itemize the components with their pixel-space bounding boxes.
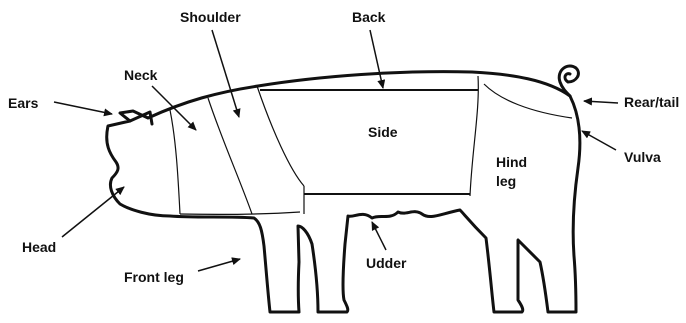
shoulder-line — [208, 98, 252, 214]
ears-label: Ears — [8, 95, 39, 111]
hind-leg-label-line2: leg — [496, 173, 516, 189]
front-leg-label: Front leg — [124, 269, 184, 285]
front-leg-arrow — [198, 259, 240, 271]
shoulder-arrow — [212, 30, 239, 117]
section-lines — [170, 76, 572, 214]
neck-arrow — [152, 86, 196, 130]
udder-label: Udder — [366, 255, 407, 271]
neck-label: Neck — [124, 67, 158, 83]
hind-leg-label-line1: Hind — [496, 154, 527, 170]
ears-arrow — [54, 102, 112, 114]
vulva-label: Vulva — [624, 149, 661, 165]
neck-line — [170, 110, 180, 214]
rear-tail-arrow — [584, 101, 618, 103]
shoulder-rear-line — [257, 86, 304, 186]
hind-leg-line — [470, 76, 478, 196]
udder-arrow — [372, 222, 386, 250]
back-arrow — [370, 30, 383, 88]
head-label: Head — [22, 239, 56, 255]
back-label: Back — [352, 9, 386, 25]
rear-tail-label: Rear/tail — [624, 94, 679, 110]
belly-line — [180, 212, 300, 214]
side-label: Side — [368, 124, 398, 140]
vulva-arrow — [582, 131, 616, 150]
head-arrow — [62, 187, 124, 237]
shoulder-label: Shoulder — [180, 9, 241, 25]
